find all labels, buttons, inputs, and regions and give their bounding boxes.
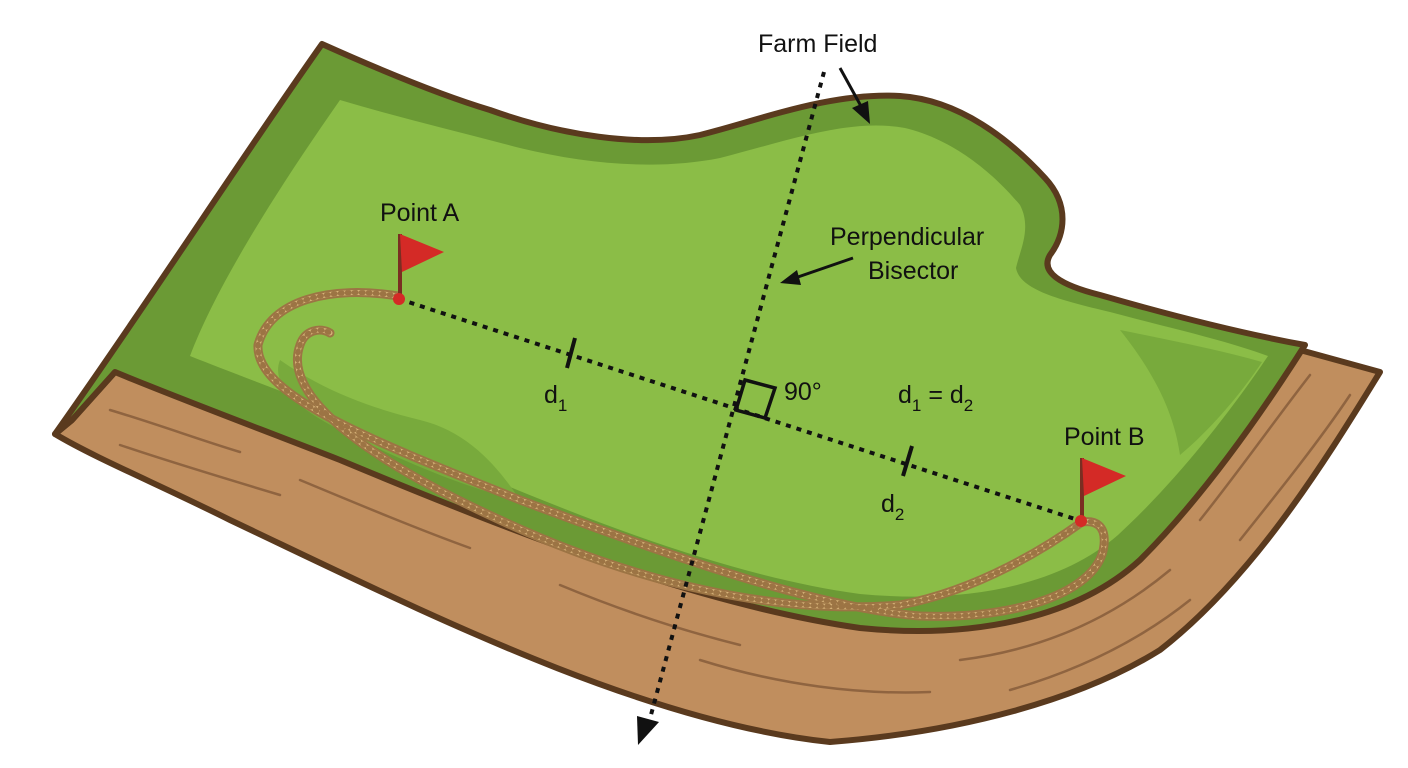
- segment-ab: [398, 297, 1082, 523]
- label-d1: d1: [544, 381, 567, 415]
- label-d1-main: d: [544, 381, 558, 409]
- field-shade: [1120, 330, 1262, 455]
- eq-d1-sub: 1: [912, 396, 921, 415]
- field-shade: [278, 360, 520, 500]
- label-d1-sub: 1: [558, 396, 567, 415]
- flag-point-b: [1075, 458, 1126, 527]
- label-bisector-line1: Perpendicular: [830, 223, 984, 251]
- label-point-a: Point A: [380, 199, 460, 227]
- tick-mark-d2: [901, 445, 914, 477]
- rope: [253, 288, 1109, 621]
- label-d2-main: d: [881, 490, 895, 518]
- label-equation: d1 = d2: [898, 381, 973, 415]
- right-angle-marker: [733, 377, 778, 421]
- flag-point-a: [393, 234, 444, 305]
- leader-bisector: [794, 256, 854, 280]
- label-bisector-line2: Bisector: [868, 257, 958, 285]
- arrow-head-bisector: [780, 270, 801, 285]
- eq-mid: = d: [921, 381, 963, 409]
- tick-mark-d1: [565, 337, 577, 369]
- eq-d1-main: d: [898, 381, 912, 409]
- perpendicular-bisector-line: [646, 71, 826, 727]
- label-farm-field: Farm Field: [758, 30, 877, 58]
- arrow-head-down: [637, 716, 659, 745]
- label-point-b: Point B: [1064, 423, 1145, 451]
- leader-farm-field: [838, 67, 864, 109]
- field-inner: [190, 100, 1268, 597]
- eq-d2-sub: 2: [964, 396, 973, 415]
- label-d2-sub: 2: [895, 505, 904, 524]
- arrow-head-farm-field: [852, 101, 870, 124]
- path-grain: [108, 373, 1352, 694]
- label-d2: d2: [881, 490, 904, 524]
- label-angle: 90°: [784, 378, 822, 406]
